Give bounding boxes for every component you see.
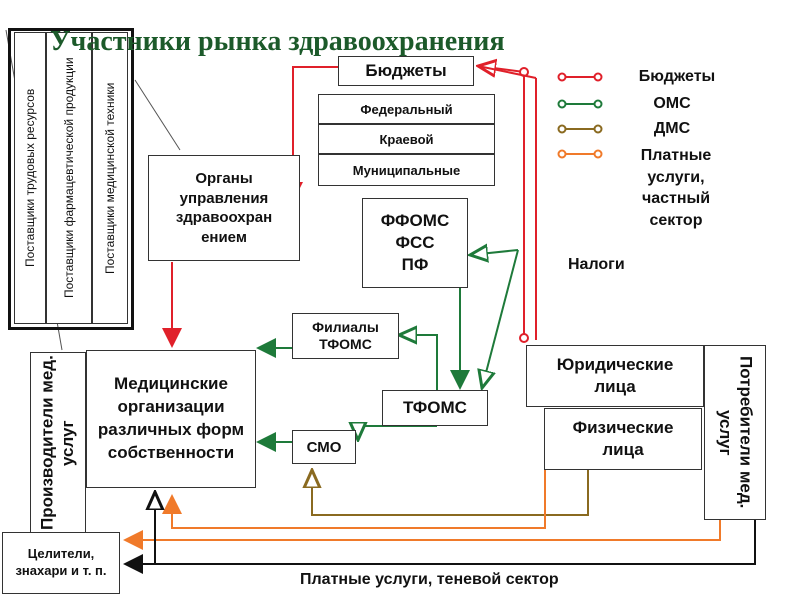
paid-to-healers-line xyxy=(123,520,721,550)
tfoms-to-filialy-line xyxy=(399,335,438,390)
budget-level-municipal: Муниципальные xyxy=(318,154,495,186)
budget-line-dot xyxy=(519,333,529,343)
smo-label: СМО xyxy=(306,438,342,456)
supplier-tech-box: Поставщики медицинской техники xyxy=(92,32,128,324)
legend-paid-label: Платные услуги, частный сектор xyxy=(640,147,712,229)
healers-box: Целители, знахари и т. п. xyxy=(2,532,120,594)
supplier-pharma-box: Поставщики фармацевтической продукции xyxy=(46,32,92,324)
consumers-label: Потребители мед. услуг xyxy=(716,356,756,509)
taxes-to-ffoms-line xyxy=(470,250,519,255)
supplier-pharma-label: Поставщики фармацевтической продукции xyxy=(62,57,76,299)
physical-to-budget-arrow xyxy=(477,65,537,79)
med-orgs-label: Медицинские организации различных форм с… xyxy=(97,374,245,462)
budgets-header-box: Бюджеты xyxy=(338,56,474,86)
page-title: Участники рынка здравоохранения xyxy=(50,26,505,57)
legal-entities-box: Юридические лица xyxy=(526,345,704,407)
legal-entities-label: Юридические лица xyxy=(556,354,674,396)
filialy-tfoms-label: Филиалы ТФОМС xyxy=(312,319,379,352)
budget-level-regional-label: Краевой xyxy=(379,131,434,147)
budget-level-regional: Краевой xyxy=(318,124,495,154)
shadow-to-healers-line xyxy=(123,520,756,574)
supplier-labor-label: Поставщики трудовых ресурсов xyxy=(23,88,37,268)
budget-level-federal-label: Федеральный xyxy=(360,101,453,117)
ffoms-box: ФФОМС ФСС ПФ xyxy=(362,198,468,288)
tfoms-box: ТФОМС xyxy=(382,390,488,426)
suppliers-group xyxy=(8,28,134,330)
legend-swatch-dms xyxy=(557,124,603,134)
organs-box: Органы управления здравоохран ением xyxy=(148,155,300,261)
smo-box: СМО xyxy=(292,430,356,464)
producers-box: Производители мед. услуг xyxy=(30,352,86,534)
organs-label: Органы управления здравоохран ением xyxy=(175,170,273,246)
med-orgs-box: Медицинские организации различных форм с… xyxy=(86,350,256,488)
legend-swatch-budgets xyxy=(557,72,603,82)
budget-level-federal: Федеральный xyxy=(318,94,495,124)
tfoms-to-smo-line xyxy=(358,426,437,440)
legal-to-tfoms-line xyxy=(482,249,519,388)
filialy-tfoms-box: Филиалы ТФОМС xyxy=(292,313,399,359)
tfoms-label: ТФОМС xyxy=(403,398,467,417)
supplier-tech-label: Поставщики медицинской техники xyxy=(103,82,117,274)
budgets-header-label: Бюджеты xyxy=(365,61,447,80)
pf-label: ПФ xyxy=(401,255,429,275)
legend-oms-label: ОМС xyxy=(653,95,691,112)
producers-label: Производители мед. услуг xyxy=(37,355,77,531)
ffoms-label: ФФОМС xyxy=(380,210,450,230)
taxes-label: Налоги xyxy=(568,256,625,273)
supplier-labor-box: Поставщики трудовых ресурсов xyxy=(14,32,46,324)
legend-dms-label: ДМС xyxy=(653,120,691,137)
supplier-pointer-line-2 xyxy=(134,79,181,151)
fss-label: ФСС xyxy=(395,232,435,252)
consumers-box: Потребители мед. услуг xyxy=(704,345,766,520)
physical-persons-box: Физические лица xyxy=(544,408,702,470)
legend-swatch-oms xyxy=(557,99,603,109)
shadow-sector-label: Платные услуги, теневой сектор xyxy=(300,571,559,588)
physical-persons-label: Физические лица xyxy=(572,417,674,459)
healers-label: Целители, знахари и т. п. xyxy=(15,546,107,578)
budget-level-municipal-label: Муниципальные xyxy=(352,162,461,178)
legend-swatch-paid xyxy=(557,149,603,159)
legend-budgets-label: Бюджеты xyxy=(638,68,716,85)
